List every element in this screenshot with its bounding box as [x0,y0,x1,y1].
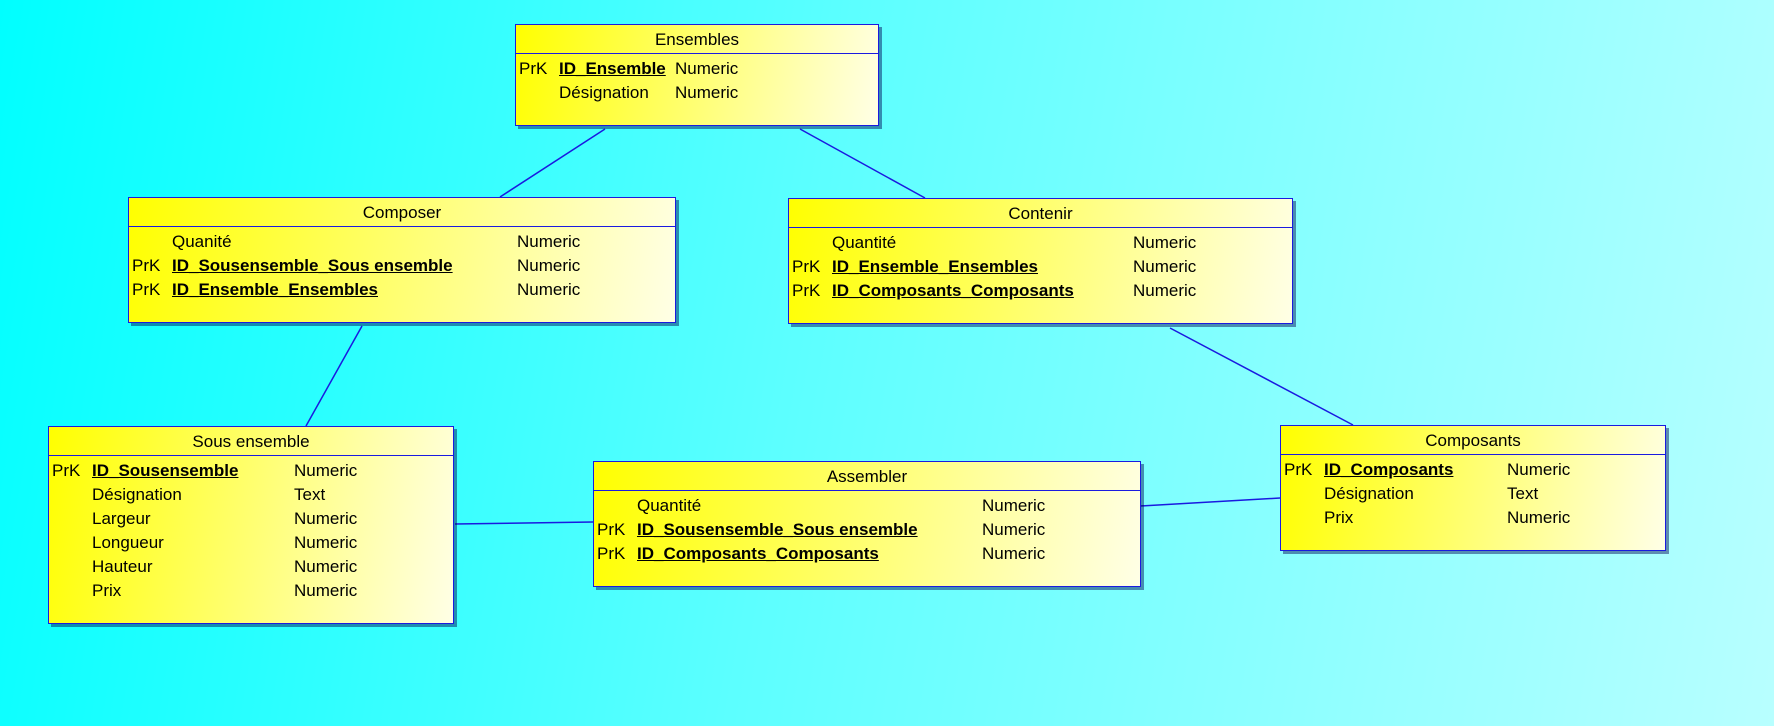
attribute-type: Numeric [294,509,358,528]
attribute-row[interactable]: Hauteur Numeric [49,555,453,579]
entity-title: Composants [1281,426,1665,455]
attribute-name: Hauteur [92,557,153,576]
attribute-row[interactable]: PrK ID_Sousensemble_Sous ensemble Numeric [594,518,1140,542]
link-ensembles-contenir [799,128,926,199]
attribute-type: Text [294,485,326,504]
link-assembler-composants [1139,497,1281,507]
attribute-type: Numeric [1133,281,1197,300]
attribute-name: Quantité [637,496,702,515]
entity-title: Ensembles [516,25,878,54]
attribute-type: Numeric [517,280,581,299]
attribute-name: Prix [1324,508,1354,527]
attribute-type: Numeric [294,533,358,552]
attribute-name: ID_Ensemble_Ensembles [832,257,1038,276]
attribute-type: Numeric [982,544,1046,563]
attribute-row[interactable]: Largeur Numeric [49,507,453,531]
attribute-row[interactable]: Quanité Numeric [129,230,675,254]
attribute-type: Numeric [982,520,1046,539]
entity-title: Assembler [594,462,1140,491]
attribute-key: PrK [792,281,821,300]
attribute-row[interactable]: PrK ID_Composants_Composants Numeric [594,542,1140,566]
attribute-name: Désignation [92,485,182,504]
attribute-name: Quantité [832,233,897,252]
link-ensembles-composer [499,128,606,198]
attribute-name: ID_Sousensemble_Sous ensemble [637,520,918,539]
attribute-key: PrK [792,257,821,276]
link-sous-ensemble-assembler [454,521,594,525]
attribute-row[interactable]: Désignation Text [1281,482,1665,506]
attribute-name: ID_Sousensemble [92,461,239,480]
link-contenir-composants [1169,327,1354,426]
attribute-key: PrK [1284,460,1313,479]
attribute-key: PrK [132,280,161,299]
attribute-name: ID_Composants_Composants [832,281,1074,300]
attribute-type: Numeric [1133,257,1197,276]
attribute-type: Numeric [1507,460,1571,479]
attribute-name: Désignation [1324,484,1414,503]
link-composer-sous-ensemble [305,325,363,427]
attribute-name: ID_Ensemble_Ensembles [172,280,378,299]
attribute-row[interactable]: Quantité Numeric [789,231,1292,255]
attribute-row[interactable]: PrK ID_Ensemble_Ensembles Numeric [789,255,1292,279]
attribute-type: Numeric [294,557,358,576]
attribute-row[interactable]: Prix Numeric [1281,506,1665,530]
attribute-name: ID_Composants_Composants [637,544,879,563]
attribute-type: Numeric [294,581,358,600]
attribute-name: Largeur [92,509,151,528]
attribute-type: Numeric [1507,508,1571,527]
attribute-type: Numeric [1133,233,1197,252]
attribute-key: PrK [597,520,626,539]
attribute-name: Prix [92,581,122,600]
attribute-key: PrK [519,59,548,78]
attribute-type: Numeric [675,59,739,78]
attribute-type: Numeric [517,256,581,275]
attribute-row[interactable]: PrK ID_Ensemble Numeric [516,57,878,81]
attribute-type: Numeric [294,461,358,480]
attribute-row[interactable]: PrK ID_Sousensemble Numeric [49,459,453,483]
attribute-row[interactable]: Quantité Numeric [594,494,1140,518]
attribute-row[interactable]: PrK ID_Ensemble_Ensembles Numeric [129,278,675,302]
attribute-name: Quanité [172,232,232,251]
attribute-key: PrK [597,544,626,563]
entity-title: Composer [129,198,675,227]
attribute-key: PrK [52,461,81,480]
attribute-row[interactable]: PrK ID_Composants_Composants Numeric [789,279,1292,303]
entity-title: Sous ensemble [49,427,453,456]
attribute-name: ID_Sousensemble_Sous ensemble [172,256,453,275]
attribute-row[interactable]: PrK ID_Sousensemble_Sous ensemble Numeric [129,254,675,278]
attribute-name: ID_Ensemble [559,59,666,78]
entity-title: Contenir [789,199,1292,228]
attribute-type: Text [1507,484,1539,503]
attribute-row[interactable]: Prix Numeric [49,579,453,603]
attribute-name: ID_Composants [1324,460,1454,479]
attribute-type: Numeric [517,232,581,251]
attribute-name: Longueur [92,533,164,552]
attribute-row[interactable]: Désignation Text [49,483,453,507]
attribute-key: PrK [132,256,161,275]
attribute-name: Désignation [559,83,649,102]
attribute-type: Numeric [982,496,1046,515]
attribute-row[interactable]: Désignation Numeric [516,81,878,105]
attribute-type: Numeric [675,83,739,102]
attribute-row[interactable]: PrK ID_Composants Numeric [1281,458,1665,482]
attribute-row[interactable]: Longueur Numeric [49,531,453,555]
